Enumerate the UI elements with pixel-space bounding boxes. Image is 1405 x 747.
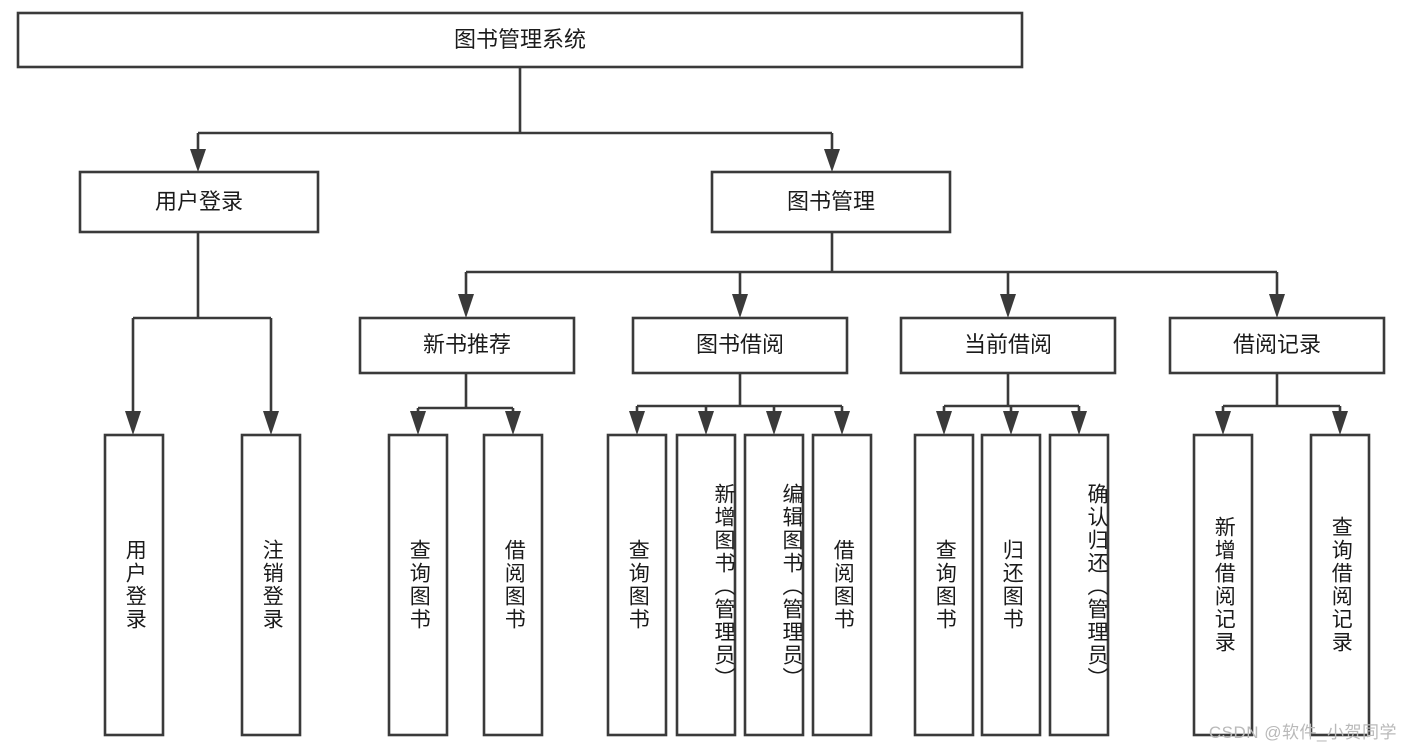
- leaf-box-query-book-1[interactable]: [387, 433, 449, 737]
- connector-group-book-management: [458, 232, 1285, 318]
- node-book-management[interactable]: [710, 170, 952, 234]
- leaf-box-add-book[interactable]: [675, 433, 737, 737]
- leaf-box-logout-login[interactable]: [240, 433, 302, 737]
- node-current-borrow[interactable]: [899, 316, 1117, 375]
- leaf-box-query-book-3[interactable]: [913, 433, 975, 737]
- leaf-box-borrow-book-1[interactable]: [482, 433, 544, 737]
- leaf-box-return-book[interactable]: [980, 433, 1042, 737]
- connector-group-book-borrow: [629, 373, 850, 435]
- arrow-cb-leaf-2: [1003, 411, 1019, 435]
- leaf-box-query-record[interactable]: [1309, 433, 1371, 737]
- arrow-br-leaf-2: [1332, 411, 1348, 435]
- connector-group-new-book-recommend: [410, 373, 521, 435]
- leaf-box-borrow-book-2[interactable]: [811, 433, 873, 737]
- arrow-bb-leaf-3: [766, 411, 782, 435]
- arrow-cb-leaf-1: [936, 411, 952, 435]
- arrow-bm-to-current-borrow: [1000, 294, 1016, 318]
- arrow-bm-to-book-borrow: [732, 294, 748, 318]
- arrow-bb-leaf-1: [629, 411, 645, 435]
- connector-group-current-borrow: [936, 373, 1087, 435]
- node-root-label: 图书管理系统: [454, 27, 586, 52]
- connector-group-root: [190, 67, 840, 172]
- leaf-box-confirm-return[interactable]: [1048, 433, 1110, 737]
- csdn-watermark: CSDN @软件_小贺同学: [1208, 723, 1397, 742]
- node-book-management-label: 图书管理: [787, 189, 875, 214]
- leaf-box-edit-book[interactable]: [743, 433, 805, 737]
- arrow-user-login-leaf-2: [263, 411, 279, 435]
- arrow-user-login-leaf-1: [125, 411, 141, 435]
- arrow-br-leaf-1: [1215, 411, 1231, 435]
- arrow-cb-leaf-3: [1071, 411, 1087, 435]
- arrow-root-to-book-management: [824, 149, 840, 172]
- node-root[interactable]: [16, 11, 1024, 69]
- node-borrow-record-label: 借阅记录: [1233, 332, 1321, 357]
- node-borrow-record[interactable]: [1168, 316, 1386, 375]
- arrow-bb-leaf-4: [834, 411, 850, 435]
- arrow-bm-to-new-book: [458, 294, 474, 318]
- arrow-nbr-leaf-1: [410, 411, 426, 435]
- connector-group-borrow-record: [1215, 373, 1348, 435]
- node-new-book-recommend-label: 新书推荐: [423, 332, 511, 357]
- node-book-borrow-label: 图书借阅: [696, 332, 784, 357]
- arrow-root-to-user-login: [190, 149, 206, 172]
- node-current-borrow-label: 当前借阅: [964, 332, 1052, 357]
- leaf-box-add-record[interactable]: [1192, 433, 1254, 737]
- leaf-box-query-book-2[interactable]: [606, 433, 668, 737]
- node-new-book-recommend[interactable]: [358, 316, 576, 375]
- node-book-borrow[interactable]: [631, 316, 849, 375]
- node-user-login-label: 用户登录: [155, 189, 243, 214]
- connector-group-user-login: [125, 232, 279, 435]
- arrow-bm-to-borrow-record: [1269, 294, 1285, 318]
- node-user-login[interactable]: [78, 170, 320, 234]
- leaf-box-user-login[interactable]: [103, 433, 165, 737]
- arrow-nbr-leaf-2: [505, 411, 521, 435]
- arrow-bb-leaf-2: [698, 411, 714, 435]
